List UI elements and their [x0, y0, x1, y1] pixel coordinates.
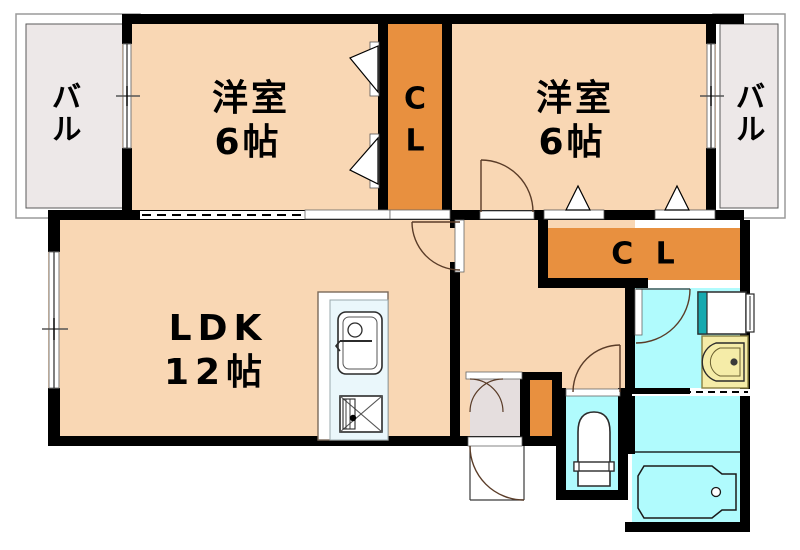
ldk-floor: [48, 218, 460, 446]
balcony-left-label: バル: [46, 81, 81, 145]
door-washroom[interactable]: [634, 288, 691, 344]
washing-machine: [697, 291, 755, 335]
entrance-floor: [470, 378, 528, 440]
entrance-shoebox: [528, 378, 556, 440]
bedroom-right-label-line2: 6帖: [538, 122, 605, 163]
balcony-right-label: バル: [730, 81, 765, 145]
door-entrance[interactable]: [467, 436, 525, 501]
bedroom-right-label-line1: 洋室: [536, 78, 614, 119]
window-right-bedroom: [700, 43, 724, 149]
kitchen-sink: [334, 311, 383, 375]
bathtub: [637, 465, 737, 519]
balcony-right: バル: [712, 13, 786, 219]
closet-right-label: C L: [611, 237, 681, 272]
closet-right-floor: [545, 228, 743, 280]
bedroom-left-floor: [122, 14, 386, 218]
sliding-closet-left[interactable]: [349, 41, 380, 189]
bedroom-left-label-line2: 6帖: [214, 122, 281, 163]
window-ldk-left: [42, 251, 68, 389]
closet-center-floor: [386, 14, 444, 218]
bedroom-left-label-line1: 洋室: [212, 78, 290, 119]
door-bedroom-right[interactable]: [479, 159, 535, 220]
ldk-label-line1: LDK: [169, 308, 268, 349]
kitchen-stove: [339, 395, 383, 433]
ldk-label-line2: 12帖: [164, 352, 268, 393]
toilet: [573, 411, 615, 487]
door-toilet[interactable]: [565, 344, 621, 397]
door-hall-ldk[interactable]: [411, 219, 465, 273]
closet-center-label-line2: L: [405, 124, 424, 159]
closet-center-label-line1: C: [404, 82, 426, 117]
bath-sliding-divider[interactable]: [632, 388, 750, 396]
vanity-sink: [701, 335, 749, 389]
bedroom-right-floor: [450, 14, 716, 218]
window-left-bedroom: [116, 43, 140, 149]
sliding-ldk-bedroom[interactable]: [140, 209, 451, 220]
balcony-left: バル: [15, 13, 141, 219]
sliding-closet-right-bedroom[interactable]: [543, 184, 716, 220]
door-entrance-inner[interactable]: [465, 371, 523, 413]
